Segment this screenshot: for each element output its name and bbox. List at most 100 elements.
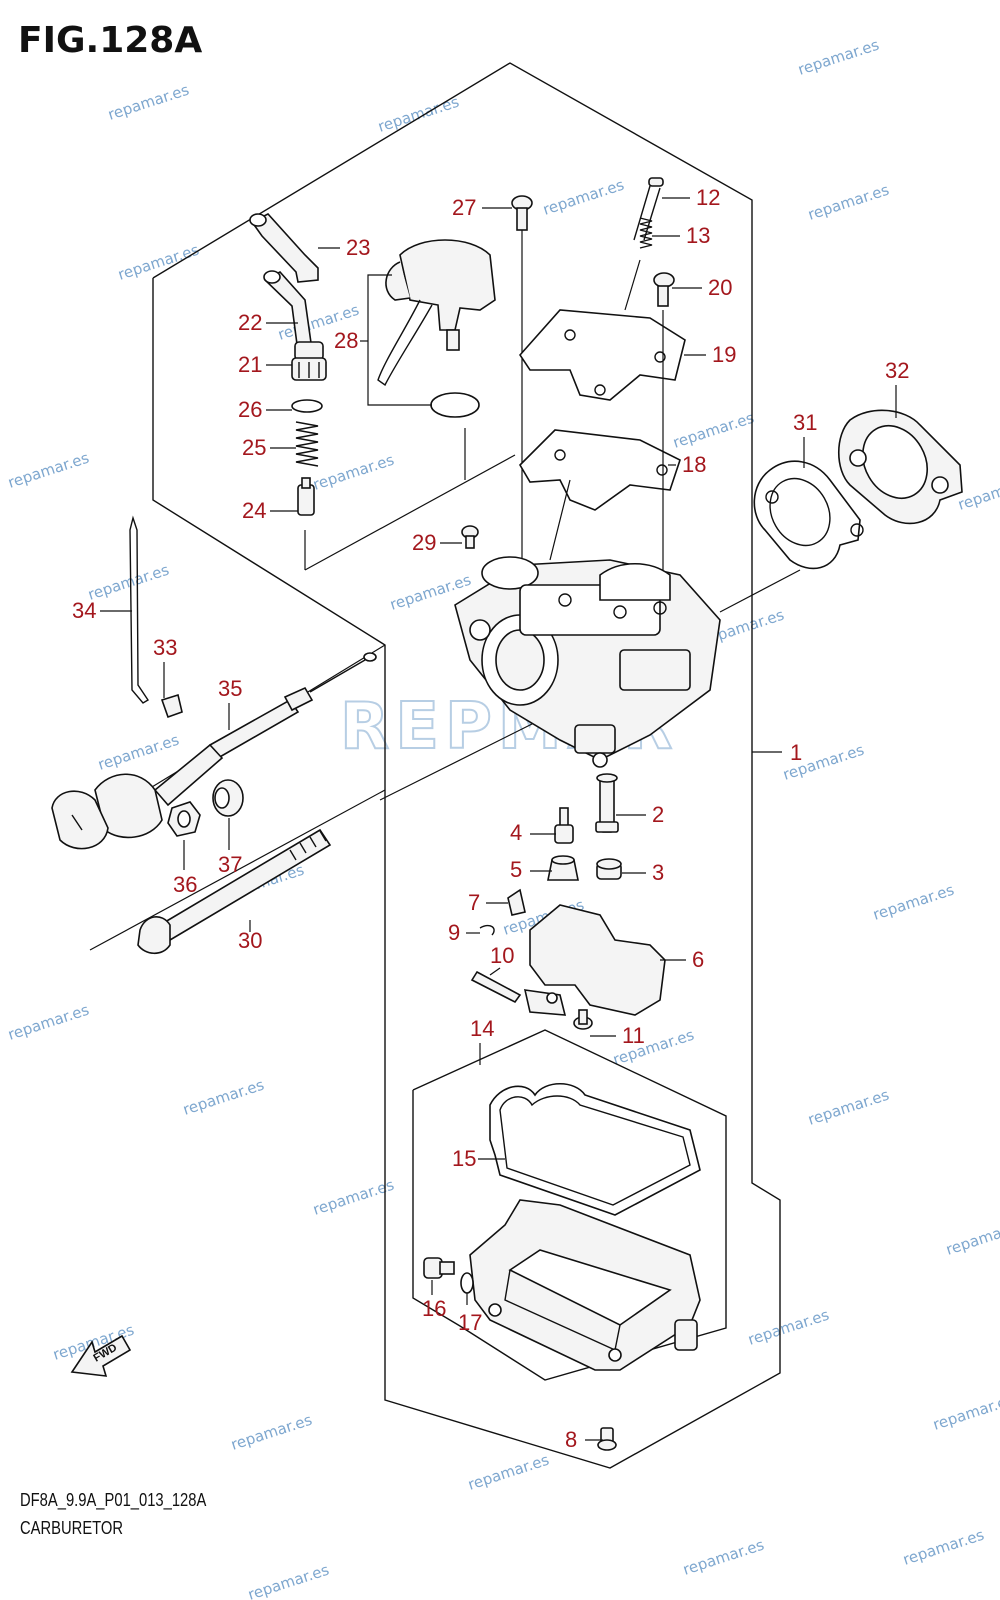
callout-27: 27 <box>452 195 476 220</box>
gasket-guide <box>549 479 571 561</box>
watermark-text: repamar.es <box>96 731 182 774</box>
callout-17: 17 <box>458 1310 482 1335</box>
callout-3: 3 <box>652 860 664 885</box>
part-24-needle <box>297 477 315 516</box>
callout-21: 21 <box>238 352 262 377</box>
callout-10: 10 <box>490 943 514 968</box>
callout-11: 11 <box>622 1023 645 1048</box>
watermark-text: repamar.es <box>541 176 627 219</box>
part-35-choke-cable <box>51 652 377 850</box>
part-6-float <box>523 904 666 1016</box>
part-8-screw <box>597 1427 617 1451</box>
part-2-main-nozzle <box>595 773 619 833</box>
watermark-text: repamar.es <box>376 93 462 136</box>
part-30-bolt <box>137 828 332 955</box>
part-7-needle-valve <box>507 888 526 916</box>
callout-labels: 1234567891011121314151617181920212223242… <box>72 185 909 1452</box>
part-36-nut <box>167 801 201 837</box>
callout-29: 29 <box>412 530 436 555</box>
figure-caption: CARBURETOR <box>20 1518 124 1538</box>
part-18-gasket <box>518 429 681 511</box>
callout-7: 7 <box>468 890 480 915</box>
callout-15: 15 <box>452 1146 476 1171</box>
part-17-washer <box>460 1272 474 1294</box>
callout-31: 31 <box>793 410 817 435</box>
leader-10 <box>489 967 501 976</box>
part-4-pilot-jet <box>554 807 574 844</box>
watermark-text: repamar.es <box>311 1176 397 1219</box>
watermark-text: repamar.es <box>796 36 882 79</box>
callout-30: 30 <box>238 928 262 953</box>
part-13-spring <box>639 217 653 249</box>
part-9-clip <box>479 924 495 936</box>
part-31-gasket <box>753 460 864 570</box>
callout-6: 6 <box>692 947 704 972</box>
watermark-text: repamar.es <box>229 1411 315 1454</box>
callout-24: 24 <box>242 498 266 523</box>
part-37-washer <box>212 779 244 817</box>
part-26-o-ring <box>291 399 323 413</box>
watermark-text: repamar.es <box>806 1086 892 1129</box>
watermark-text: repamar.es <box>901 1526 987 1569</box>
part-34-choke-rod <box>129 515 149 704</box>
part-21-fitting <box>291 341 327 381</box>
part-27-screw <box>511 195 533 560</box>
watermark-text: repamar.es <box>106 81 192 124</box>
callout-32: 32 <box>885 358 909 383</box>
callout-25: 25 <box>242 435 266 460</box>
callout-8: 8 <box>565 1427 577 1452</box>
gasket-guide-line <box>719 569 801 613</box>
assembly-frame-outline <box>152 62 781 1469</box>
part-11-screw <box>573 1009 593 1030</box>
model-code: DF8A_9.9A_P01_013_128A <box>20 1490 207 1510</box>
part-12-screw <box>633 177 664 241</box>
callout-13: 13 <box>686 223 710 248</box>
watermark-text: repamar.es <box>681 1536 767 1579</box>
callout-35: 35 <box>218 676 242 701</box>
leader-lines <box>100 197 897 1441</box>
watermark-text: repamar.es <box>311 451 397 494</box>
callout-18: 18 <box>682 452 706 477</box>
figure-title: FIG.128A <box>18 20 203 61</box>
callout-5: 5 <box>510 857 522 882</box>
watermark-text: repamar.es <box>746 1306 832 1349</box>
callout-14: 14 <box>470 1016 494 1041</box>
callout-2: 2 <box>652 802 664 827</box>
part-29-screw <box>461 525 479 549</box>
watermark-text: repamar.es <box>931 1391 1000 1434</box>
callout-37: 37 <box>218 852 242 877</box>
callout-26: 26 <box>238 397 262 422</box>
callout-28: 28 <box>334 328 358 353</box>
part-19-cover-plate <box>518 259 686 401</box>
part-3-main-jet <box>596 858 622 880</box>
watermark-text: repamar.es <box>6 449 92 492</box>
callout-12: 12 <box>696 185 720 210</box>
callout-16: 16 <box>422 1296 446 1321</box>
callout-36: 36 <box>173 872 197 897</box>
part-1-carburetor-body <box>454 556 721 768</box>
watermark-text: repamar.es <box>806 181 892 224</box>
part-20-screw <box>653 272 675 307</box>
float-chamber-bowl <box>469 1199 701 1371</box>
callout-1: 1 <box>790 740 802 765</box>
callout-20: 20 <box>708 275 732 300</box>
part-16-drain-screw <box>423 1257 455 1279</box>
part-10-float-pin <box>470 970 522 1004</box>
callout-23: 23 <box>346 235 370 260</box>
watermark-text: repamar.es <box>86 561 172 604</box>
part-32-insulator <box>838 409 963 525</box>
part-25-spring <box>295 421 319 467</box>
part-23-elbow-hose <box>249 213 319 283</box>
callout-33: 33 <box>153 635 177 660</box>
watermark-text: repamar.es <box>116 241 202 284</box>
divider-line <box>304 454 516 571</box>
part-5-plug <box>547 855 579 881</box>
watermark-text: repamar.es <box>871 881 957 924</box>
watermark-text: repamar.es <box>466 1451 552 1494</box>
watermark-text: repamar.es <box>6 1001 92 1044</box>
callout-22: 22 <box>238 310 262 335</box>
watermark-text: repamar.es <box>671 409 757 452</box>
watermark-text: repamar.es <box>181 1076 267 1119</box>
callout-34: 34 <box>72 598 96 623</box>
